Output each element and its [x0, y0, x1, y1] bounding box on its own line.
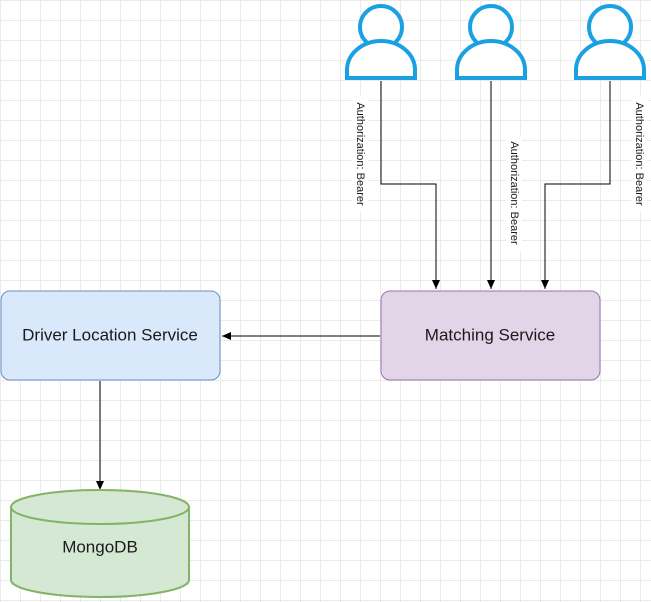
- driver-location-service-label: Driver Location Service: [22, 325, 198, 344]
- mongodb-label: MongoDB: [62, 537, 138, 556]
- matching-service-node[interactable]: Matching Service: [380, 290, 601, 381]
- user-icon-3[interactable]: [574, 4, 646, 80]
- edge-label-bg-2: [506, 136, 522, 252]
- matching-service-label: Matching Service: [425, 325, 555, 344]
- edge-user3-to-matching[interactable]: [541, 81, 611, 289]
- edge-label-bg-3: [631, 96, 647, 212]
- user-icon-2[interactable]: [455, 4, 527, 80]
- edge-label-user1: Authorization: Bearer: [354, 102, 366, 206]
- edge-label-user2: Authorization: Bearer: [508, 141, 520, 245]
- mongodb-database-node[interactable]: MongoDB: [10, 489, 190, 598]
- edge-user1-to-matching[interactable]: [380, 81, 440, 289]
- edge-label-bg-1: [352, 96, 368, 212]
- user-icon-1[interactable]: [345, 4, 417, 80]
- driver-location-service-node[interactable]: Driver Location Service: [0, 290, 221, 381]
- edge-label-user3: Authorization: Bearer: [633, 102, 645, 206]
